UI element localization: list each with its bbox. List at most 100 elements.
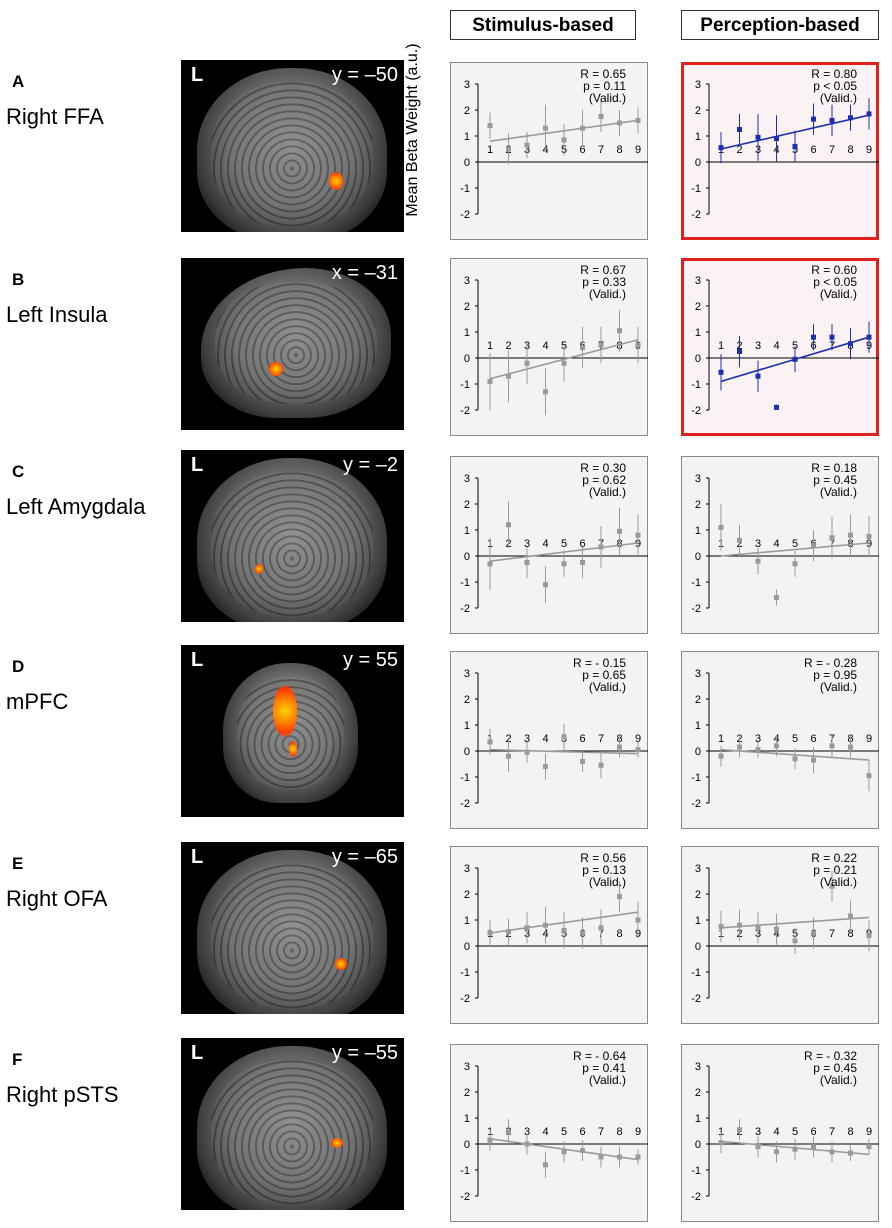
y-tick-label: -2	[460, 993, 470, 1005]
y-tick-label: 1	[695, 131, 701, 143]
data-point	[598, 342, 604, 348]
stats-label: p = 0.95	[813, 668, 857, 682]
x-tick-label: 5	[561, 1126, 567, 1138]
y-tick-label: 0	[695, 941, 701, 953]
brain-tissue	[197, 1046, 387, 1210]
y-tick-label: 3	[464, 1061, 470, 1073]
x-tick-label: 8	[616, 928, 622, 940]
y-tick-label: 3	[464, 79, 470, 91]
data-point	[774, 743, 779, 749]
data-point	[718, 524, 724, 530]
data-point	[755, 373, 761, 379]
data-point	[543, 389, 548, 395]
data-point	[774, 926, 779, 932]
y-tick-label: -1	[460, 967, 470, 979]
stats-label: R = - 0.28	[804, 656, 857, 670]
stats-label: (Valid.)	[820, 680, 857, 694]
stats-label: p = 0.62	[582, 473, 626, 487]
x-tick-label: 4	[542, 538, 548, 550]
x-tick-label: 5	[561, 538, 567, 550]
data-point	[635, 1154, 641, 1160]
y-tick-label: 2	[464, 889, 470, 901]
brain-gyri	[211, 1060, 373, 1204]
data-point	[718, 924, 724, 929]
data-point	[598, 544, 604, 550]
x-tick-label: 3	[755, 733, 761, 745]
brain-gyri	[215, 282, 377, 404]
data-point	[829, 883, 835, 889]
y-tick-label: -1	[691, 379, 701, 391]
y-tick-label: -1	[691, 183, 701, 195]
y-tick-label: 2	[695, 889, 701, 901]
activation-blob	[255, 564, 263, 574]
y-tick-label: 0	[464, 941, 470, 953]
y-tick-label: 3	[695, 668, 701, 680]
x-tick-label: 3	[524, 733, 530, 745]
data-point	[524, 749, 530, 755]
stats-label: p = 0.33	[582, 275, 626, 289]
brain-gyri	[211, 82, 373, 226]
data-point	[580, 560, 585, 565]
y-tick-label: -2	[691, 798, 701, 810]
stats-label: p = 0.45	[813, 1061, 857, 1075]
x-tick-label: 1	[718, 733, 724, 745]
y-tick-label: -2	[691, 993, 701, 1005]
y-tick-label: 1	[695, 525, 701, 537]
left-hemisphere-marker: L	[191, 649, 204, 671]
y-tick-label: 1	[464, 525, 470, 537]
slice-coordinate: y = –2	[342, 454, 398, 476]
chart-frame	[450, 1044, 648, 1222]
row-letter: F	[12, 1050, 23, 1069]
brain-slice-image: L y = –55	[181, 1038, 404, 1210]
y-tick-label: 0	[464, 157, 470, 169]
slice-coordinate: y = –50	[331, 64, 398, 86]
x-tick-label: 7	[598, 144, 604, 156]
brain-tissue	[197, 850, 387, 1014]
y-tick-label: 0	[464, 746, 470, 758]
x-tick-label: 3	[524, 538, 530, 550]
data-point	[617, 120, 622, 126]
x-tick-label: 8	[847, 144, 853, 156]
regression-line	[489, 119, 639, 142]
data-point	[755, 747, 761, 753]
data-point	[487, 123, 493, 129]
data-point	[561, 360, 567, 366]
stats-label: (Valid.)	[589, 1073, 626, 1087]
stats-label: (Valid.)	[589, 287, 626, 301]
data-point	[617, 328, 622, 334]
left-hemisphere-marker: L	[191, 846, 204, 868]
stats-label: (Valid.)	[820, 91, 857, 105]
stats-label: R = - 0.15	[573, 656, 626, 670]
data-point	[561, 734, 567, 740]
stats-label: R = 0.80	[811, 67, 857, 81]
x-tick-label: 5	[792, 1126, 798, 1138]
x-tick-label: 7	[829, 1126, 835, 1138]
data-point	[792, 143, 798, 149]
data-point	[811, 930, 816, 936]
data-point	[487, 1137, 493, 1143]
y-tick-label: 3	[464, 863, 470, 875]
slice-coordinate: y = –65	[331, 846, 398, 868]
y-tick-label: 0	[695, 551, 701, 563]
brain-slice-image: L y = –2	[181, 450, 404, 622]
data-point	[543, 582, 548, 588]
stats-label: p < 0.05	[813, 79, 857, 93]
data-point	[487, 378, 493, 384]
data-point	[718, 1140, 724, 1146]
x-tick-label: 1	[718, 1126, 724, 1138]
data-point	[792, 756, 798, 762]
data-point	[811, 757, 816, 763]
data-point	[487, 930, 493, 936]
data-point	[561, 927, 567, 933]
x-tick-label: 6	[810, 733, 816, 745]
data-point	[506, 373, 511, 379]
y-tick-label: 0	[464, 1139, 470, 1151]
data-point	[774, 136, 779, 142]
region-name: Right FFA	[6, 104, 104, 129]
data-point	[737, 922, 742, 928]
